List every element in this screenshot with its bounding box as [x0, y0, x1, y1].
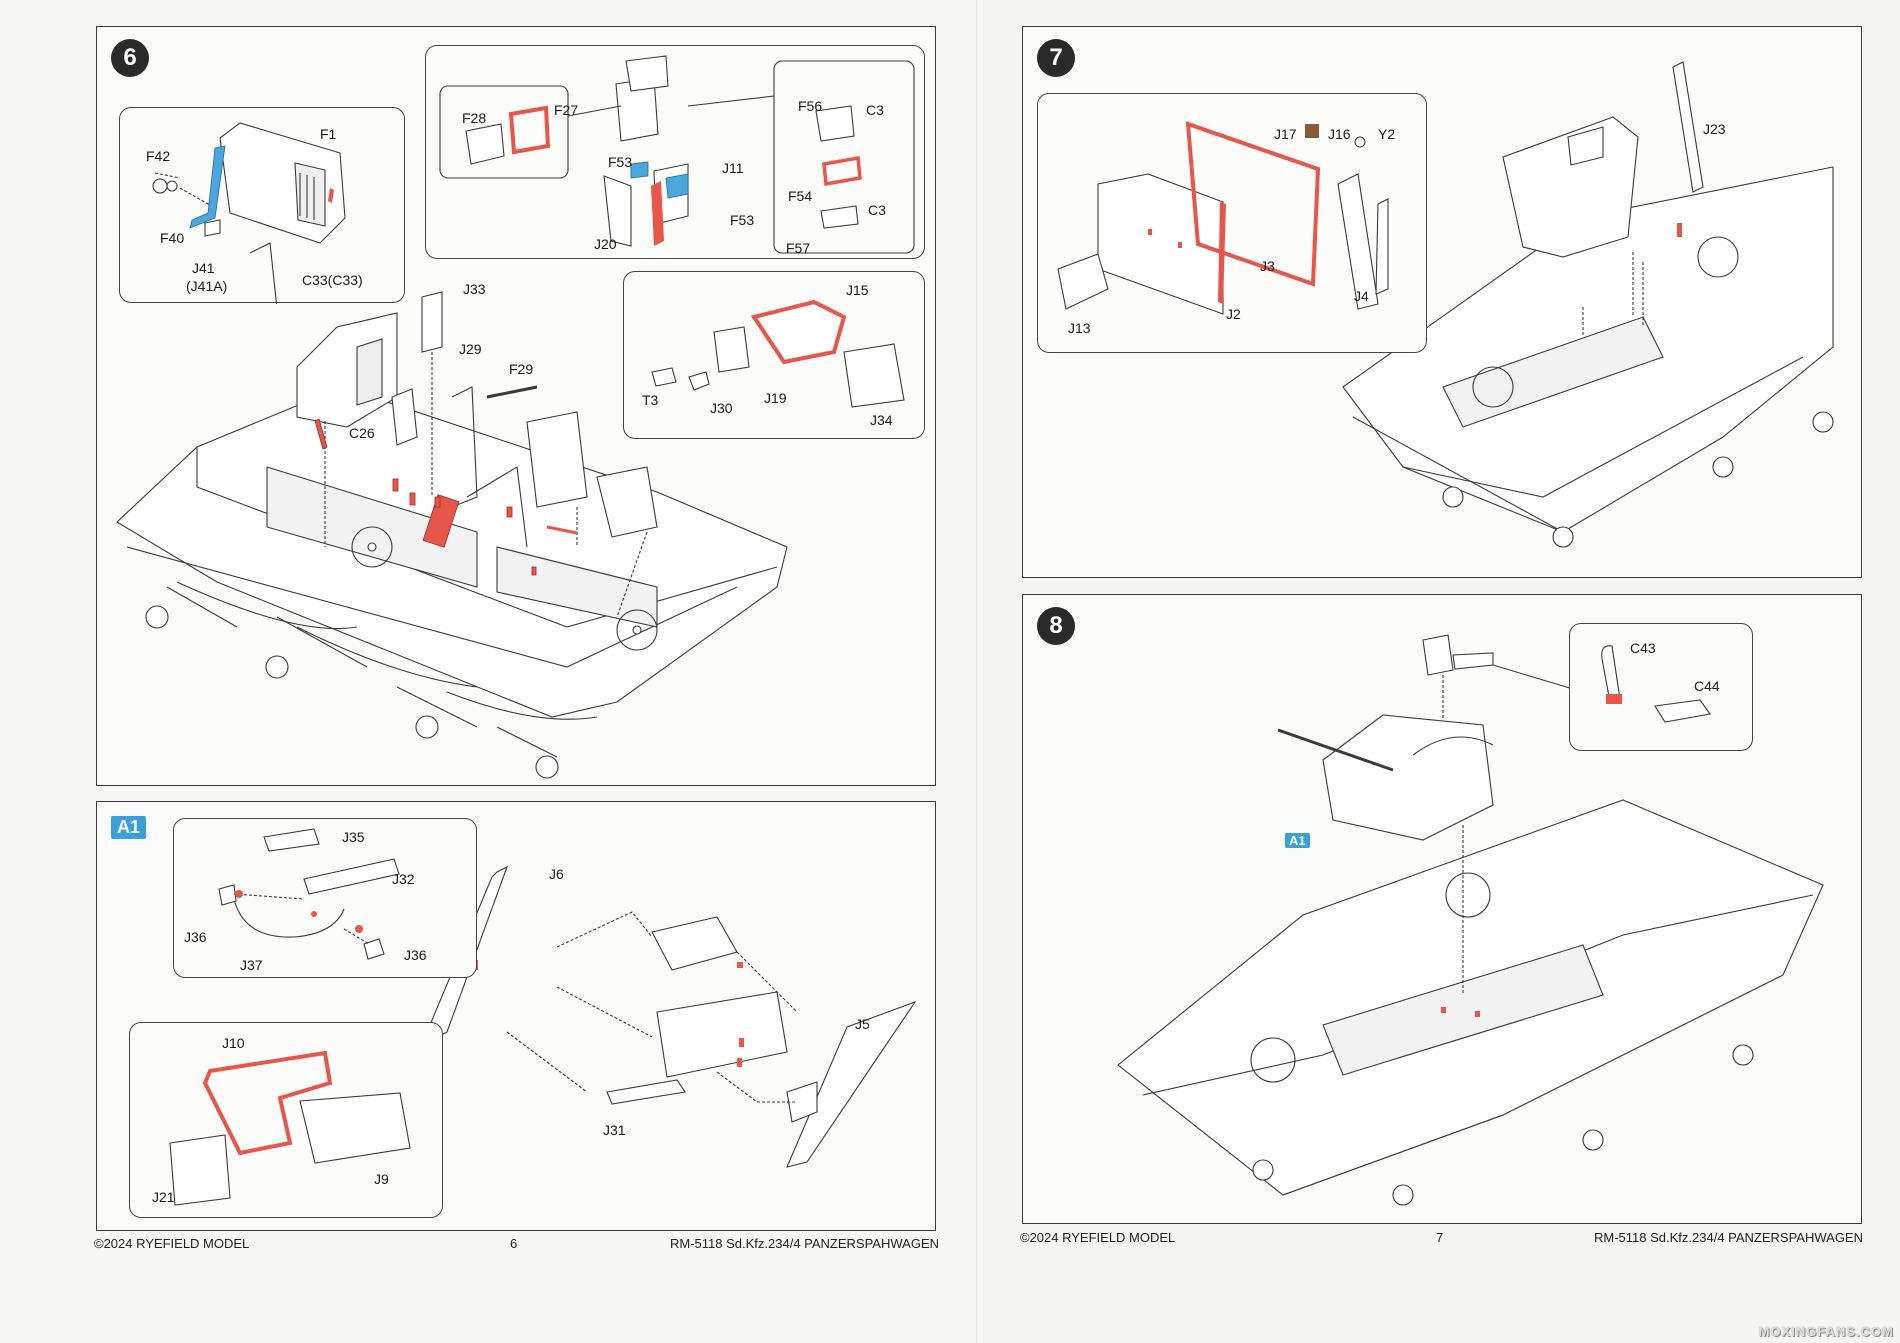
- label-j13: J13: [1068, 320, 1091, 336]
- label-j33: J33: [463, 281, 486, 297]
- label-f56: F56: [798, 98, 823, 114]
- step-7-panel: 7 J17 J16 Y2 J3 J2 J13 J4 J23: [1022, 26, 1862, 578]
- label-j2: J2: [1226, 306, 1241, 322]
- label-f42: F42: [146, 148, 171, 164]
- step-6-inset-side-panel: F1 F42 F40 J41 (J41A) C33(C33): [119, 107, 405, 304]
- side-panel-drawing: [152, 122, 346, 304]
- label-f1: F1: [320, 126, 337, 142]
- step-a1-inset-turret-ring: J35 J32 J36 J36 J37: [173, 818, 477, 978]
- step-6-drawing: [116, 291, 788, 779]
- f54-red-frame: [822, 155, 862, 187]
- label-j35: J35: [342, 829, 365, 845]
- f53-blue-parts: [630, 161, 689, 199]
- step-7-number: 7: [1037, 39, 1075, 77]
- footer-copyright-left: ©2024 RYEFIELD MODEL: [94, 1236, 250, 1251]
- label-j37: J37: [240, 957, 263, 973]
- page-gutter: [976, 0, 982, 1343]
- step-8-panel: 8 C43 C44 A1: [1022, 594, 1862, 1224]
- step-a1-tag: A1: [111, 816, 147, 839]
- footer-copyright-right: ©2024 RYEFIELD MODEL: [1020, 1230, 1176, 1245]
- label-c43: C43: [1630, 640, 1656, 656]
- label-j41: J41: [192, 260, 215, 276]
- label-j5: J5: [855, 1016, 870, 1032]
- label-j16: J16: [1328, 126, 1351, 142]
- label-j10: J10: [222, 1035, 245, 1051]
- label-j32: J32: [392, 871, 415, 887]
- label-f28: F28: [462, 110, 487, 126]
- label-j34: J34: [870, 412, 893, 428]
- j10-red-frame: [202, 1050, 333, 1156]
- step-8-number: 8: [1037, 607, 1075, 645]
- step-8-a1-tag: A1: [1285, 833, 1310, 848]
- label-j6: J6: [549, 866, 564, 882]
- label-c33: C33(C33): [302, 272, 363, 288]
- label-j20: J20: [594, 236, 617, 252]
- j19-red-frame: [750, 299, 847, 365]
- label-c3-b: C3: [868, 202, 886, 218]
- label-j11: J11: [722, 160, 744, 176]
- f42-blue-part: [189, 145, 226, 229]
- label-f40: F40: [160, 230, 185, 246]
- label-j36-a: J36: [184, 929, 207, 945]
- step-a1-inset-j10-box: J10 J21 J9: [129, 1022, 443, 1218]
- footer-product-right: RM-5118 Sd.Kfz.234/4 PANZERSPAHWAGEN: [1594, 1230, 1863, 1245]
- label-y2: Y2: [1378, 126, 1396, 142]
- label-j3: J3: [1260, 258, 1275, 274]
- label-t3: T3: [642, 392, 659, 408]
- label-j41a: (J41A): [186, 278, 228, 294]
- label-f27: F27: [554, 102, 579, 118]
- footer-product-left: RM-5118 Sd.Kfz.234/4 PANZERSPAHWAGEN: [670, 1236, 939, 1251]
- step-8-drawing: [1117, 634, 1824, 1206]
- seat-drawing: [1601, 645, 1711, 723]
- j11-red-bar: [651, 181, 664, 246]
- label-f57: F57: [786, 240, 811, 256]
- c43-red-part: [1606, 694, 1622, 704]
- label-f53-b: F53: [730, 212, 755, 228]
- label-j21: J21: [152, 1189, 175, 1205]
- step-a1-panel: A1 J35 J32 J36 J36 J37: [96, 801, 936, 1231]
- label-c26: C26: [349, 425, 375, 441]
- footer-page-number-left: 6: [510, 1236, 518, 1251]
- label-c3-a: C3: [866, 102, 884, 118]
- hull-panels-drawing: [1057, 121, 1389, 315]
- label-j4: J4: [1354, 288, 1369, 304]
- stowage-box-drawing: [651, 299, 905, 408]
- label-f29: F29: [509, 361, 534, 377]
- j33-red-plate: [422, 494, 460, 548]
- label-j15: J15: [846, 282, 869, 298]
- step-6-number: 6: [111, 39, 149, 77]
- step-7-inset-hull-panels: J17 J16 Y2 J3 J2 J13 J4: [1037, 93, 1427, 353]
- label-f54: F54: [788, 188, 813, 204]
- step-6-inset-stowage-box: J15 T3 J30 J19 J34: [623, 271, 925, 439]
- label-j23: J23: [1703, 121, 1726, 137]
- turret-ring-drawing: [218, 828, 400, 960]
- label-j29: J29: [459, 341, 482, 357]
- j3-red-frame: [1185, 121, 1321, 287]
- label-j9: J9: [374, 1171, 389, 1187]
- radio-drawing: [439, 55, 915, 254]
- f27-red-frame: [508, 105, 551, 155]
- label-c44: C44: [1694, 678, 1720, 694]
- step-8-inset-seat: C43 C44: [1569, 623, 1753, 751]
- label-j30: J30: [710, 400, 733, 416]
- label-j31: J31: [603, 1122, 626, 1138]
- label-j17: J17: [1274, 126, 1297, 142]
- label-j19: J19: [764, 390, 787, 406]
- footer-page-number-right: 7: [1436, 1230, 1444, 1245]
- step-6-panel: 6 F1 F42 F40 J41 (J41A) C33(C33): [96, 26, 936, 786]
- j10-box-drawing: [169, 1050, 411, 1206]
- label-j36-b: J36: [404, 947, 427, 963]
- label-f53-a: F53: [608, 154, 633, 170]
- step-7-drawing: [1342, 61, 1834, 548]
- step-6-inset-radio: F28 F27 F53 J11 F53 J20 F56 C3 F54 C3 F5…: [425, 45, 925, 259]
- watermark-text: MOXINGFANS.COM: [1758, 1324, 1894, 1339]
